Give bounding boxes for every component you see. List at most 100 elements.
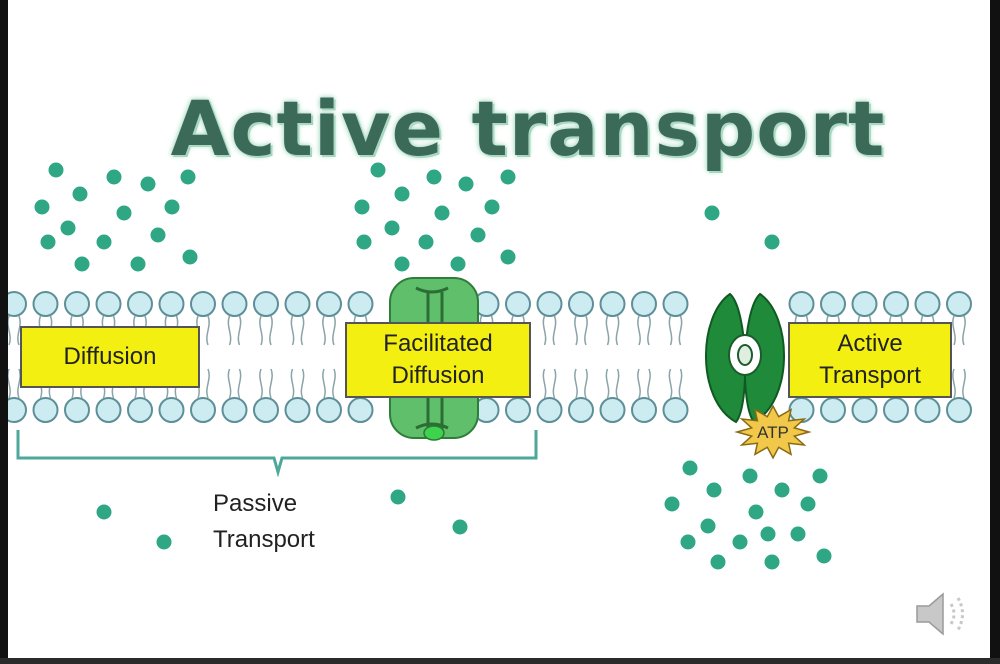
molecules — [34, 162, 832, 570]
passive-transport-label: Passive Transport — [213, 486, 363, 558]
page-title: Active transport — [170, 84, 886, 173]
phospholipid-head — [536, 291, 563, 317]
molecule — [74, 256, 90, 272]
phospholipid-head — [221, 397, 248, 423]
molecule — [418, 234, 434, 250]
phospholipid-head — [284, 291, 311, 317]
molecule — [812, 468, 828, 484]
slide: ATP Active transport Diffusion Facilitat… — [8, 0, 990, 658]
molecule — [450, 256, 466, 272]
phospholipid-head — [914, 291, 941, 317]
molecule — [106, 169, 122, 185]
phospholipid-head — [158, 291, 185, 317]
molecule — [96, 234, 112, 250]
phospholipid-head — [127, 291, 153, 317]
phospholipid-head — [662, 397, 689, 423]
phospholipid-head — [32, 397, 59, 423]
molecule — [682, 460, 698, 476]
bottom-bar — [0, 658, 1000, 664]
phospholipid-head — [820, 397, 846, 423]
active-transport-label-box: Active Transport — [788, 322, 952, 398]
molecule — [458, 176, 474, 192]
phospholipid-head — [284, 397, 311, 423]
facilitated-diffusion-label-box: Facilitated Diffusion — [345, 322, 531, 398]
molecule — [130, 256, 146, 272]
molecule — [704, 205, 720, 221]
phospholipid-head — [536, 397, 563, 423]
phospholipid-head — [851, 397, 878, 423]
phospholipid-head — [316, 291, 342, 317]
phospholipid-head — [190, 397, 216, 423]
phospholipid-head — [253, 291, 279, 317]
phospholipid-heads — [8, 291, 972, 423]
phospholipid-head — [190, 291, 216, 317]
phospholipid-head — [820, 291, 846, 317]
active-label-line2: Transport — [819, 362, 921, 389]
phospholipid-head — [95, 397, 122, 423]
phospholipid-head — [316, 397, 342, 423]
membrane-diagram: ATP — [8, 162, 972, 570]
phospholipid-head — [946, 397, 972, 423]
molecule — [484, 199, 500, 215]
molecule — [710, 554, 726, 570]
molecule — [384, 220, 400, 236]
molecule — [48, 162, 64, 178]
molecule — [140, 176, 156, 192]
phospholipid-head — [883, 291, 909, 317]
phospholipid-head — [599, 291, 626, 317]
molecule — [354, 199, 370, 215]
molecule — [664, 496, 680, 512]
phospholipid-head — [883, 397, 909, 423]
phospholipid-head — [914, 397, 941, 423]
molecule — [706, 482, 722, 498]
molecule — [156, 534, 172, 550]
facilitated-label-line1: Facilitated — [383, 329, 493, 357]
phospholipid-head — [32, 291, 59, 317]
phospholipid-head — [788, 291, 815, 317]
molecule — [470, 227, 486, 243]
phospholipid-head — [851, 291, 878, 317]
speaker-icon[interactable] — [913, 586, 977, 647]
phospholipid-head — [64, 397, 90, 423]
molecule — [500, 169, 516, 185]
phospholipid-head — [631, 291, 657, 317]
molecule — [40, 234, 56, 250]
molecule — [72, 186, 88, 202]
molecule — [116, 205, 132, 221]
molecule — [816, 548, 832, 564]
active-label-line1: Active — [837, 329, 903, 357]
molecule — [700, 518, 716, 534]
atp-burst: ATP — [734, 404, 812, 460]
molecule — [164, 199, 180, 215]
facilitated-label-line2: Diffusion — [391, 362, 485, 389]
molecule — [180, 169, 196, 185]
passive-label-line1: Passive — [213, 490, 298, 517]
molecule — [452, 519, 468, 535]
phospholipid-head — [505, 291, 531, 317]
phospholipid-head — [788, 397, 815, 423]
phospholipid-head — [64, 291, 90, 317]
molecule — [394, 186, 410, 202]
phospholipid-head — [347, 291, 374, 317]
phospholipid-head — [631, 397, 657, 423]
molecule — [500, 249, 516, 265]
molecule — [790, 526, 806, 542]
phospholipid-head — [568, 397, 594, 423]
molecule — [96, 504, 112, 520]
molecule — [748, 504, 764, 520]
atp-label: ATP — [757, 423, 789, 442]
molecule — [34, 199, 50, 215]
passive-bracket — [16, 430, 538, 478]
pump-protein — [705, 292, 785, 424]
diffusion-label-box: Diffusion — [20, 326, 200, 388]
molecule — [390, 489, 406, 505]
phospholipid-head — [599, 397, 626, 423]
molecule — [774, 482, 790, 498]
phospholipid-head — [8, 291, 27, 317]
diffusion-label: Diffusion — [63, 342, 157, 370]
molecule — [356, 234, 372, 250]
phospholipid-head — [946, 291, 972, 317]
molecule — [760, 526, 776, 542]
phospholipid-head — [662, 291, 689, 317]
molecule — [680, 534, 696, 550]
